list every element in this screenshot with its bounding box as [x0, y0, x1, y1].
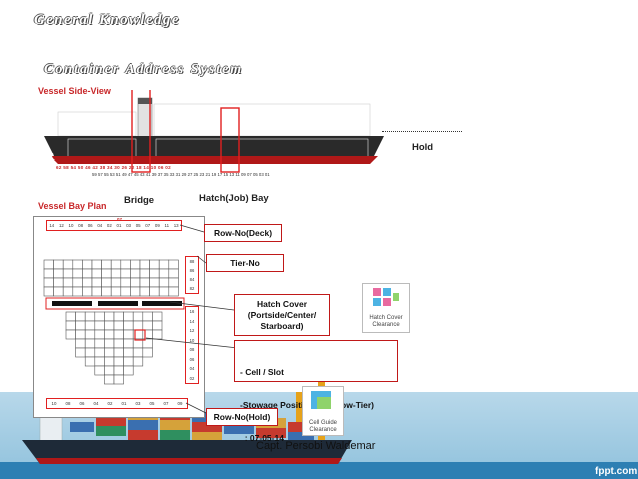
deck-row-number: 07	[145, 223, 151, 228]
deck-row-number: 08	[78, 223, 84, 228]
hold-row-number: 05	[149, 401, 155, 406]
deck-container-grid	[57, 103, 371, 137]
deck-tier-number: 88	[189, 259, 195, 264]
brand-logo: fppt.com	[595, 466, 638, 477]
cell-guide-clearance-label-2: Clearance	[309, 427, 337, 433]
hold-row-number: 07	[163, 401, 169, 406]
bridge-highlight	[131, 90, 151, 173]
hold-tier-numbers: 16 14 12 10 08 06 04 02	[185, 306, 199, 384]
hold-row-number: 08	[65, 401, 71, 406]
hold-row-number: 10	[51, 401, 57, 406]
hold-tier-number: 16	[189, 309, 195, 315]
hatch-cover-panel	[142, 301, 182, 306]
deck-row-number: 11	[164, 223, 170, 228]
hatch-cover-line-3: Starboard)	[260, 321, 304, 331]
hold-pointer-line	[382, 131, 462, 132]
hold-tier-number: 04	[189, 366, 195, 372]
deck-tier-number: 82	[189, 286, 195, 291]
hold-row-number: 09	[177, 401, 183, 406]
deck-row-number: 03	[126, 223, 131, 228]
deck-row-number: 13	[173, 223, 179, 228]
hold-cell	[132, 356, 144, 367]
hold-cell	[142, 347, 153, 358]
bay-plan-grid	[43, 259, 185, 385]
hold-tier-number: 06	[189, 356, 195, 362]
hatch-cover-panel	[98, 301, 138, 306]
hatch-cover-clearance-label-1: Hatch Cover	[369, 315, 403, 321]
vessel-side-view: R	[44, 90, 384, 173]
cell-guide-clearance-icon: Cell Guide Clearance	[302, 386, 344, 436]
hold-tier-number: 10	[189, 337, 195, 343]
hold-label: Hold	[412, 142, 434, 153]
deck-row-number: 09	[154, 223, 160, 228]
row-no-deck-callout: Row-No(Deck)	[204, 224, 282, 242]
hold-row-number: 04	[93, 401, 99, 406]
row-no-hold-callout: Row-No(Hold)	[206, 408, 278, 426]
hatch-cover-panel	[52, 301, 92, 306]
deck-tier-number: 84	[189, 277, 195, 282]
deck-row-number: 05	[135, 223, 141, 228]
bridge-label: Bridge	[124, 195, 155, 206]
deck-tier-numbers: 88 86 84 82	[185, 256, 199, 294]
hatch-cover-callout: Hatch Cover (Portside/Center/ Starboard)	[234, 294, 330, 336]
page-title: General Knowledge	[34, 12, 180, 28]
bay-plan-bay-number: 07	[117, 217, 123, 222]
author-credit: Capt. Persobi Waldemar	[256, 440, 376, 452]
vessel-side-view-label: Vessel Side-View	[38, 86, 111, 96]
deck-row-number: 04	[97, 223, 103, 228]
deck-row-number: 02	[106, 223, 112, 228]
hold-row-numbers: 10 08 06 04 02 01 03 05 07 09	[46, 398, 188, 409]
hatch-bay-highlight	[220, 107, 240, 173]
hold-row-number: 02	[107, 401, 113, 406]
hatch-cover-line-1: Hatch Cover	[256, 299, 308, 309]
hatch-cover-clearance-icon: Hatch Cover Clearance	[362, 283, 410, 333]
cell-slot-callout: - Cell / Slot -Stowage Position(Bay-Row-…	[234, 340, 398, 443]
hatch-bay-label: Hatch(Job) Bay	[199, 193, 269, 204]
svg-text:R: R	[46, 149, 55, 163]
bay-numbers-even: 62 58 54 50 46 42 38 34 30 26 22 18 14 1…	[56, 165, 171, 170]
hold-tier-number: 08	[189, 347, 195, 353]
deck-row-number: 01	[116, 223, 122, 228]
hatch-cover-clearance-label-2: Clearance	[372, 322, 400, 328]
cell-slot-line-3: : 07-05-14	[240, 433, 284, 443]
hold-tier-number: 12	[189, 328, 195, 334]
deck-row-number: 12	[58, 223, 64, 228]
tier-no-callout: Tier-No	[206, 254, 284, 272]
hatch-cover-line-2: (Portside/Center/	[247, 310, 317, 320]
selected-cell-highlight	[134, 329, 146, 341]
deck-cell	[168, 286, 179, 297]
deck-row-number: 14	[49, 223, 55, 228]
deck-row-number: 10	[68, 223, 74, 228]
hold-row-number: 06	[79, 401, 85, 406]
page-subtitle: Container Address System	[44, 62, 244, 77]
hold-row-number: 01	[121, 401, 127, 406]
hold-tier-number: 14	[189, 318, 195, 324]
deck-row-number: 06	[87, 223, 93, 228]
deck-tier-number: 86	[189, 268, 195, 273]
hold-tier-number: 02	[189, 375, 195, 381]
footer-bar	[0, 462, 638, 479]
hold-cell	[113, 374, 124, 385]
hold-cell	[123, 365, 134, 376]
cell-slot-line-1: - Cell / Slot	[240, 367, 284, 377]
vessel-bay-plan-label: Vessel Bay Plan	[38, 201, 107, 211]
bay-numbers-odd: 59 57 55 53 51 49 47 45 43 41 39 37 35 3…	[92, 172, 270, 177]
hold-row-number: 03	[135, 401, 141, 406]
cell-guide-clearance-label-1: Cell Guide	[308, 420, 337, 426]
